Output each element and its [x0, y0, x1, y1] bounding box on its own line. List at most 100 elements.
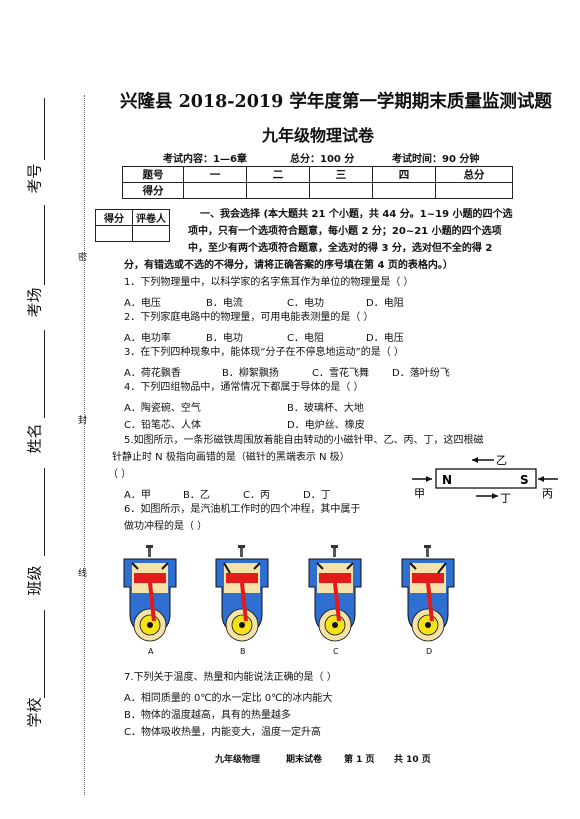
side-label-kaochang: 考场 [25, 287, 44, 318]
question-5-line3: （ ） [108, 469, 132, 480]
q4-option-d[interactable]: D．电炉丝、橡皮 [287, 420, 365, 431]
q3-option-b[interactable]: B．柳絮飘扬 [222, 368, 279, 379]
bar-magnet [435, 468, 537, 489]
q7-option-a[interactable]: A．相同质量的 0℃的水一定比 0℃的冰内能大 [124, 693, 333, 704]
question-4: 4．下列四组物品中，通常情况下都属于导体的是（ ） [124, 382, 364, 393]
grader-name-cell[interactable] [132, 225, 170, 242]
score-table-header: 总分 [435, 166, 513, 183]
side-label-kaohao: 考号 [25, 163, 44, 194]
score-table-header: 二 [246, 166, 310, 183]
side-line-3 [44, 330, 45, 418]
q1-option-a[interactable]: A．电压 [124, 298, 161, 309]
exam-title: 兴隆县 2018-2019 学年度第一学期期末质量监测试题 [120, 92, 552, 112]
binding-dotted-line [84, 95, 85, 795]
side-line-5 [44, 610, 45, 698]
q2-option-c[interactable]: C．电阻 [287, 333, 324, 344]
q7-option-c[interactable]: C．物体吸收热量，内能变大，温度一定升高 [124, 727, 321, 738]
needle-ding-head-icon [492, 493, 498, 499]
score-table-header: 四 [372, 166, 436, 183]
section1-line4: 分，有错选或不选的不得分，请将正确答案的序号填在第 4 页的表格内。） [124, 260, 453, 271]
needle-bing-label: 丙 [542, 487, 553, 500]
exam-content: 考试内容：1—6章 [163, 154, 247, 165]
score-cell[interactable] [246, 182, 310, 199]
question-5-line2: 针静止时 N 极指向画错的是（磁针的黑端表示 N 极） [112, 452, 350, 463]
q1-option-c[interactable]: C．电功 [287, 298, 324, 309]
magnet-n-pole: N [442, 473, 452, 487]
side-char-mi: 密 [78, 253, 88, 263]
score-table-score-row: 得分 [122, 182, 513, 199]
question-2: 2．下列家庭电路中的物理量，可用电能表测量的是（ ） [124, 312, 374, 323]
footer-page: 第 1 页 [344, 755, 375, 765]
side-label-xuexiao: 学校 [25, 697, 44, 728]
side-label-banji: 班级 [25, 565, 44, 596]
q1-option-d[interactable]: D．电阻 [366, 298, 404, 309]
engine-stroke-b-icon [214, 545, 270, 643]
footer-total-pages: 共 10 页 [394, 755, 431, 765]
score-table-header-row: 题号 一 二 三 四 总分 [122, 166, 513, 183]
engine-label-a: A [148, 647, 154, 656]
question-1: 1．下列物理量中，以科学家的名字焦耳作为单位的物理量是（ ） [124, 277, 414, 288]
score-table-row-label: 得分 [122, 182, 184, 199]
score-table-header: 一 [183, 166, 247, 183]
exam-subtitle: 九年级物理试卷 [262, 126, 375, 145]
q4-option-a[interactable]: A．陶瓷碗、空气 [124, 403, 201, 414]
side-line-4 [44, 468, 45, 556]
score-cell[interactable] [372, 182, 436, 199]
question-6-line1: 6．如图所示，是汽油机工作时的四个冲程，其中属于 [124, 504, 361, 515]
grader-table: 得分 评卷人 [95, 209, 170, 242]
footer-subject: 九年级物理 [215, 755, 261, 765]
side-label-xingming: 姓名 [25, 423, 44, 454]
side-line-1 [44, 98, 45, 160]
q2-option-d[interactable]: D．电压 [366, 333, 404, 344]
engine-label-d: D [426, 647, 433, 656]
score-table-header: 题号 [122, 166, 184, 183]
magnet-s-pole: S [520, 473, 529, 487]
engine-stroke-d-icon [400, 545, 456, 643]
grader-score-label: 得分 [95, 209, 133, 226]
q5-option-d[interactable]: D．丁 [303, 490, 331, 501]
section1-line1: 一、我会选择 (本大题共 21 个小题，共 44 分。1~19 小题的四个选 [200, 209, 513, 220]
needle-bing-head-icon [538, 476, 544, 482]
q3-option-a[interactable]: A．荷花飘香 [124, 368, 181, 379]
needle-yi-head-icon [472, 457, 478, 463]
engine-label-c: C [333, 647, 339, 656]
section1-line2: 项中，只有一个选项符合题意，每小题 2 分；20~21 小题的四个选项 [188, 226, 502, 237]
q1-option-b[interactable]: B．电流 [206, 298, 243, 309]
side-char-xian: 线 [78, 569, 88, 579]
q4-option-b[interactable]: B．玻璃杯、大地 [287, 403, 364, 414]
engine-figures [122, 545, 456, 643]
question-5-line1: 5.如图所示，一条形磁铁周围放着能自由转动的小磁针甲、乙、丙、丁，这四根磁 [124, 435, 484, 446]
q5-option-a[interactable]: A．甲 [124, 490, 151, 501]
q3-option-c[interactable]: C．雪花飞舞 [312, 368, 369, 379]
needle-jia-head-icon [426, 476, 432, 482]
section1-line3: 中，至少有两个选项符合题意，全选对的得 3 分，选对但不全的得 2 [188, 243, 493, 254]
engine-stroke-c-icon [307, 545, 363, 643]
question-6-line2: 做功冲程的是（ ） [124, 521, 208, 532]
footer-type: 期末试卷 [286, 755, 323, 765]
q5-option-c[interactable]: C．丙 [243, 490, 270, 501]
score-table: 题号 一 二 三 四 总分 得分 [122, 166, 513, 199]
side-line-2 [44, 205, 45, 285]
q4-option-c[interactable]: C．铅笔芯、人体 [124, 420, 201, 431]
needle-jia-label: 甲 [414, 487, 425, 500]
q2-option-a[interactable]: A．电功率 [124, 333, 171, 344]
needle-yi-label: 乙 [496, 454, 507, 467]
question-7: 7.下列关于温度、热量和内能说法正确的是（ ） [124, 672, 337, 683]
q5-option-b[interactable]: B．乙 [183, 490, 210, 501]
magnet-figure: N S 乙 甲 丙 丁 [412, 454, 558, 504]
engine-stroke-a-icon [122, 545, 178, 643]
q3-option-d[interactable]: D．落叶纷飞 [392, 368, 450, 379]
q2-option-b[interactable]: B．电功 [206, 333, 243, 344]
score-cell[interactable] [435, 182, 513, 199]
score-table-header: 三 [309, 166, 373, 183]
score-cell[interactable] [309, 182, 373, 199]
grader-score-cell[interactable] [95, 225, 133, 242]
grader-name-label: 评卷人 [132, 209, 170, 226]
side-char-feng: 封 [78, 416, 88, 426]
needle-ding-label: 丁 [500, 492, 511, 504]
engine-label-b: B [240, 647, 246, 656]
score-cell[interactable] [183, 182, 247, 199]
question-3: 3．在下列四种现象中，能体现“分子在不停息地运动”的是（ ） [124, 347, 404, 358]
exam-total-score: 总分：100 分 [290, 154, 355, 165]
q7-option-b[interactable]: B．物体的温度越高，具有的热量越多 [124, 710, 291, 721]
